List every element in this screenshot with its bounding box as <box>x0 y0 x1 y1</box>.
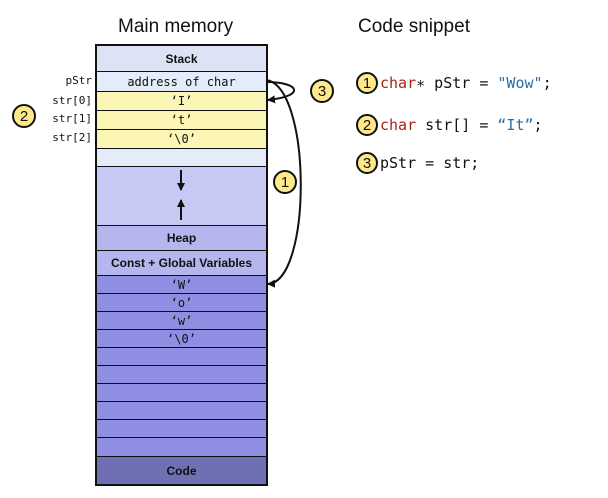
pointer-arrow-1 <box>265 79 302 288</box>
o-cell: ‘o’ <box>97 293 266 311</box>
empty-cell <box>97 419 266 437</box>
code-step-1-badge: 1 <box>356 72 378 94</box>
string-literal: "Wow" <box>497 74 543 92</box>
str1-cell: ‘t’ <box>97 110 266 129</box>
pstr-label: pStr <box>65 74 93 87</box>
pointer-arrow-3 <box>265 81 295 104</box>
keyword-char: char <box>380 74 417 92</box>
heap-cell: Heap <box>97 225 266 250</box>
main-memory-title: Main memory <box>118 16 234 37</box>
str2-cell: ‘\0’ <box>97 129 266 148</box>
const-global-cell: Const + Global Variables <box>97 250 266 275</box>
code-text: pStr = str; <box>380 154 480 172</box>
w-lower-cell: ‘w’ <box>97 311 266 329</box>
w-upper-cell: ‘W’ <box>97 275 266 293</box>
str0-cell: ‘I’ <box>97 91 266 110</box>
step-1-marker: 1 <box>273 170 297 194</box>
empty-cell <box>97 401 266 419</box>
code-segment-cell: Code <box>97 456 266 484</box>
string-literal: “It” <box>497 116 534 134</box>
empty-stack-cell <box>97 148 266 166</box>
pstr-cell: address of char <box>97 71 266 91</box>
code-text: ; <box>542 74 552 92</box>
step-3-marker: 3 <box>310 79 334 103</box>
empty-cell <box>97 437 266 456</box>
code-text: str[] = <box>416 116 498 134</box>
code-text: ∗ pStr = <box>416 74 498 92</box>
empty-cell <box>97 347 266 365</box>
str1-label: str[1] <box>52 112 92 125</box>
code-step-2-badge: 2 <box>356 114 378 136</box>
code-text: ; <box>533 116 543 134</box>
empty-cell <box>97 365 266 383</box>
empty-cell <box>97 383 266 401</box>
code-snippet-title: Code snippet <box>358 16 470 37</box>
null-cell: ‘\0’ <box>97 329 266 347</box>
stack-header: Stack <box>97 46 266 71</box>
step-2-marker: 2 <box>12 104 36 128</box>
code-step-3-badge: 3 <box>356 152 378 174</box>
str2-label: str[2] <box>52 131 92 144</box>
str0-label: str[0] <box>52 94 92 107</box>
keyword-char: char <box>380 116 417 134</box>
